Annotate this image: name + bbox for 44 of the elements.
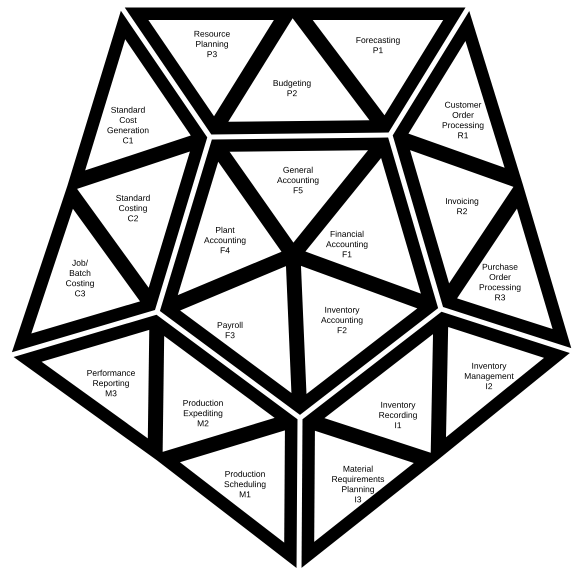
node-label: F1 (342, 251, 352, 258)
triangle-cell: Inventory Management I2 (446, 327, 544, 438)
triangle-cell: Standard Cost Generation C1 (85, 39, 191, 170)
node-label: Inventory Management (464, 362, 514, 381)
node-label: F5 (294, 187, 303, 194)
node-label: R1 (458, 132, 468, 138)
node-label: I2 (486, 383, 492, 390)
node-label: M3 (106, 390, 117, 396)
node-label: Material Requirements Planning (332, 466, 384, 494)
node-label: F2 (338, 327, 347, 334)
node-label: R2 (457, 208, 468, 214)
node-label: C3 (75, 290, 86, 296)
node-label: Standard Cost Generation (107, 106, 148, 134)
node-label: Performance Reporting (87, 370, 135, 388)
node-label: Production Scheduling (224, 470, 266, 489)
node-label: Resource Planning (194, 30, 230, 49)
node-label: P2 (287, 90, 297, 96)
node-label: I1 (395, 422, 402, 428)
node-label: Invoicing (446, 198, 478, 206)
triangle-cell: Production Scheduling M1 (180, 430, 285, 543)
node-label: Inventory Recording (379, 402, 417, 420)
node-label: P3 (207, 51, 217, 58)
triangle-cell: Forecasting P1 (312, 20, 444, 116)
triangle-cell: Material Requirements Planning I3 (314, 430, 414, 542)
node-label: Budgeting (274, 80, 311, 88)
node-label: F3 (226, 332, 235, 338)
triangle-cell: Inventory Accounting F2 (300, 266, 418, 394)
node-label: C1 (123, 137, 134, 144)
node-label: F4 (220, 247, 230, 254)
node-label: Customer Order Processing (442, 102, 484, 130)
triangle-cell: Payroll F3 (180, 266, 292, 393)
node-label: P1 (373, 47, 383, 54)
node-label: Production Expediting (183, 400, 223, 418)
node-label: M1 (240, 491, 250, 498)
triangle-cell: Inventory Recording I1 (324, 334, 434, 453)
triangle-cell: Resource Planning P3 (148, 20, 274, 116)
triangle-cell: Performance Reporting M3 (42, 330, 150, 438)
node-label: Payroll (218, 322, 242, 330)
node-label: Inventory Accounting (320, 306, 362, 325)
node-label: R3 (495, 294, 506, 300)
triangle-cell: Customer Order Processing R1 (408, 41, 505, 168)
node-label: C2 (128, 215, 138, 222)
node-label: I3 (355, 496, 362, 502)
node-label: M2 (198, 420, 208, 426)
